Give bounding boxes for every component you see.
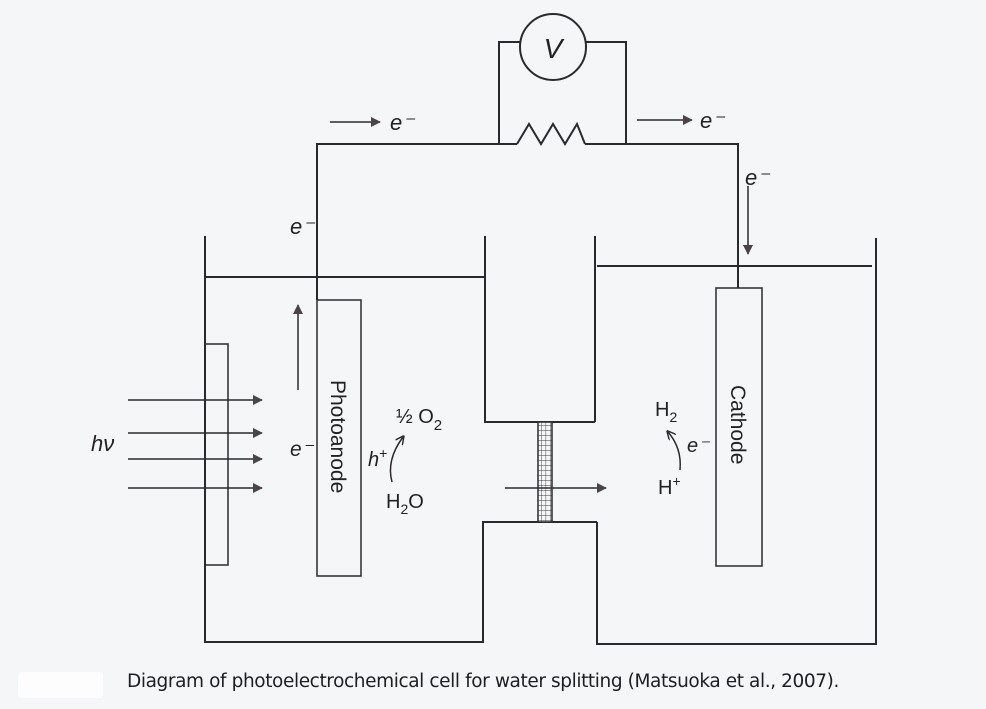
- top-wire-right: [585, 143, 739, 288]
- water-reactant: H2O: [386, 491, 424, 517]
- resistor: [516, 121, 586, 146]
- cathode-label: Cathode: [726, 385, 749, 464]
- voltmeter-label: V: [544, 33, 565, 64]
- photoanode: Photoanode e⁻: [290, 299, 362, 577]
- electron-label-top-right: e⁻: [700, 108, 726, 133]
- hydrogen-product: H2: [655, 399, 677, 425]
- electron-label-right-wire: e⁻: [745, 165, 771, 190]
- electron-label-cathode: e⁻: [687, 435, 710, 457]
- figure-number-badge: [18, 672, 103, 698]
- membrane: [537, 421, 553, 523]
- photoanode-electrode: [316, 299, 362, 577]
- light-label: hν: [91, 431, 114, 456]
- top-wire-left: [316, 143, 517, 300]
- cathode: Cathode: [715, 287, 763, 567]
- anode-reaction: ½ O2 h+ H2O: [368, 406, 442, 517]
- oxidation-arrow: [389, 437, 403, 483]
- electron-label-left-wire: e⁻: [290, 214, 316, 239]
- cathode-reaction: H2 e⁻ H+: [655, 399, 710, 499]
- external-circuit: V: [316, 13, 739, 300]
- window: [204, 343, 229, 566]
- electron-label-top-left: e⁻: [390, 110, 416, 135]
- oxygen-product: ½ O2: [396, 406, 442, 434]
- voltmeter-loop-right: [586, 41, 627, 144]
- voltmeter-icon: [519, 13, 587, 81]
- figure-caption: Diagram of photoelectrochemical cell for…: [127, 671, 839, 692]
- reduction-arrow: [668, 432, 681, 471]
- hole-label: h+: [368, 445, 387, 471]
- light-source: hν: [91, 343, 263, 566]
- proton-reactant: H+: [658, 473, 681, 499]
- electron-label-photoanode: e⁻: [290, 438, 315, 461]
- cathode-electrode: [715, 287, 763, 567]
- electron-flow-arrows: e⁻ e⁻ e⁻ e⁻: [290, 108, 771, 255]
- right-compartment-outer: [596, 238, 877, 645]
- voltmeter-loop: [498, 41, 520, 144]
- photoanode-label: Photoanode: [326, 380, 349, 493]
